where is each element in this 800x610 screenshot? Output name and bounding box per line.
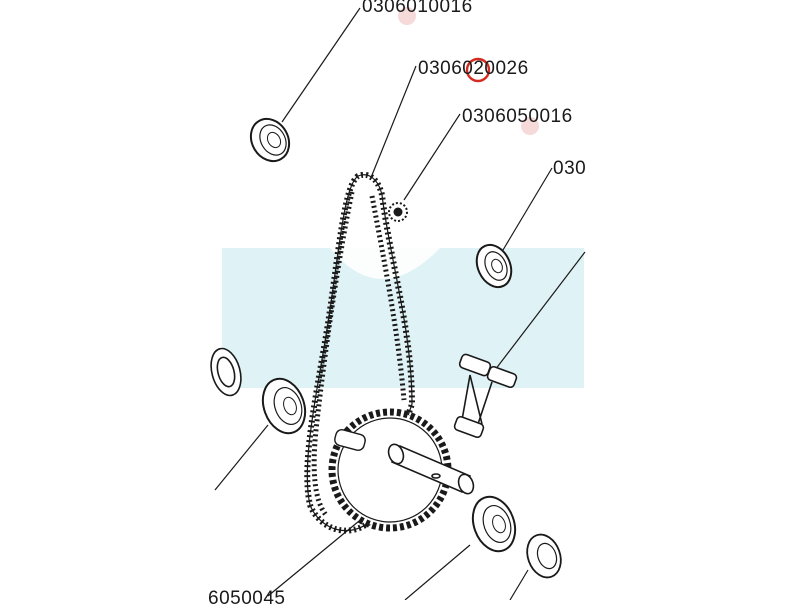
leader-top-bearing bbox=[281, 7, 361, 123]
label-chain[interactable]: 0306020026 bbox=[418, 58, 529, 79]
tensioner-bracket-part bbox=[453, 353, 518, 439]
leader-tensioner bbox=[403, 113, 461, 201]
shaft-part bbox=[387, 443, 475, 495]
bottom-ring-part bbox=[526, 533, 562, 579]
highlight-circle bbox=[465, 57, 491, 83]
label-bottom-sprocket[interactable]: 6050045 bbox=[208, 588, 286, 609]
label-tensioner-sprocket[interactable]: 0306050016 bbox=[462, 106, 573, 127]
chain-part bbox=[304, 171, 416, 534]
leader-chain bbox=[369, 65, 417, 181]
watermark bbox=[222, 7, 584, 388]
tensioner-sprocket-part bbox=[388, 202, 408, 222]
left-flange-part bbox=[210, 347, 242, 397]
leader-left-bearing bbox=[214, 424, 269, 491]
leader-right-bearing bbox=[502, 167, 553, 251]
leader-tensioner-bracket bbox=[494, 251, 586, 371]
label-right-bearing[interactable]: 030 bbox=[553, 158, 587, 179]
top-bearing-part bbox=[249, 117, 291, 163]
leader-bottom-sprocket bbox=[267, 511, 371, 597]
leader-lines bbox=[214, 7, 586, 601]
bottom-bearing-part bbox=[471, 495, 517, 553]
right-bearing-part bbox=[475, 243, 513, 289]
leader-bottom-bearing bbox=[404, 544, 471, 601]
left-bearing-part bbox=[261, 377, 307, 435]
leader-bottom-ring bbox=[509, 569, 529, 601]
label-top-bearing[interactable]: 0306010016 bbox=[362, 0, 473, 17]
